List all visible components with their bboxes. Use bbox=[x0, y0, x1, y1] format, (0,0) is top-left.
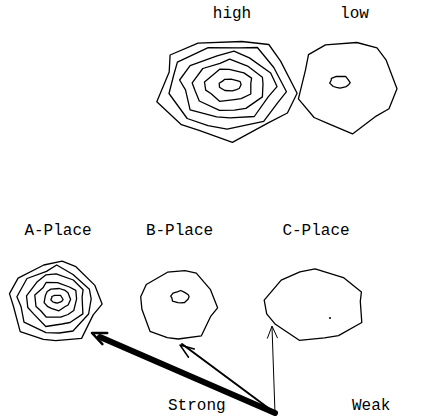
contour-region: C-Place bbox=[258, 222, 374, 347]
contour-outline bbox=[0, 222, 112, 347]
contour-outline bbox=[155, 5, 305, 145]
contour-region: high bbox=[155, 5, 309, 145]
contour-region: low bbox=[300, 5, 409, 140]
strength-label: Strong bbox=[168, 398, 226, 416]
contour-ring bbox=[51, 295, 63, 303]
arrow-head bbox=[267, 326, 277, 338]
place-heading: C-Place bbox=[258, 222, 374, 240]
arrow-head bbox=[180, 345, 194, 357]
contour-ring bbox=[264, 269, 362, 341]
contour-ring bbox=[27, 274, 84, 327]
contour-outline bbox=[130, 222, 225, 347]
contour-ring bbox=[192, 59, 263, 110]
contour-ring bbox=[157, 42, 297, 143]
contour-ring bbox=[330, 76, 351, 88]
contour-outline bbox=[258, 222, 370, 347]
contour-ring bbox=[17, 265, 91, 333]
contour-ring bbox=[141, 271, 218, 339]
contour-ring bbox=[171, 291, 189, 303]
arrow-head bbox=[92, 333, 107, 344]
contour-ring bbox=[35, 283, 77, 318]
strength-label: Weak bbox=[352, 398, 390, 416]
dot-mark bbox=[329, 317, 331, 319]
contour-ring bbox=[180, 51, 277, 118]
contour-ring bbox=[10, 261, 103, 341]
contour-ring bbox=[205, 69, 252, 101]
weak-arrow bbox=[272, 327, 275, 413]
contour-ring bbox=[169, 48, 287, 130]
contour-region: B-Place bbox=[130, 222, 229, 347]
place-heading: A-Place bbox=[0, 222, 116, 240]
contour-outline bbox=[300, 5, 405, 140]
contour-ring bbox=[298, 43, 397, 134]
place-heading: high bbox=[155, 5, 309, 23]
contour-region: A-Place bbox=[0, 222, 116, 347]
contour-ring bbox=[44, 289, 71, 311]
contour-ring bbox=[219, 79, 241, 91]
place-heading: low bbox=[300, 5, 409, 23]
place-heading: B-Place bbox=[130, 222, 229, 240]
